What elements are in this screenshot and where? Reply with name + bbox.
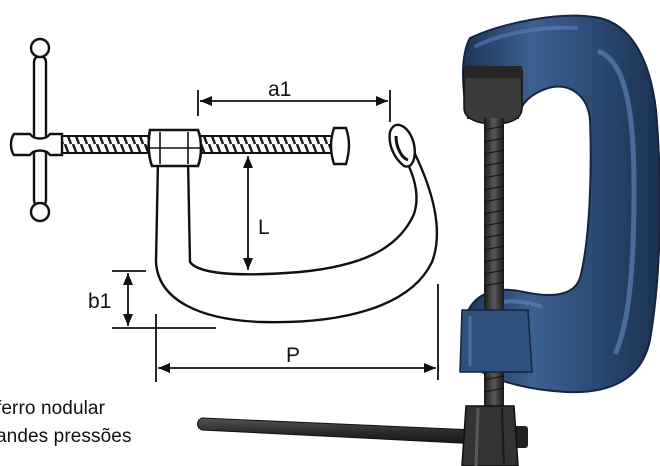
lower-boss-photo <box>459 309 533 373</box>
caption-pressure: andes pressões <box>0 426 132 447</box>
screw-pad <box>329 126 351 166</box>
t-handle-hub <box>9 132 64 157</box>
dimension-label-b1: b1 <box>88 290 111 313</box>
t-handle-knob-top <box>29 37 51 59</box>
dimension-annotations <box>112 90 439 382</box>
c-clamp-line-drawing-icon <box>9 37 439 324</box>
dimension-label-p: P <box>286 344 300 367</box>
c-clamp-photo-icon <box>197 14 660 466</box>
t-handle-knob-bottom <box>29 201 51 223</box>
clamp-frame-outline <box>154 139 439 324</box>
t-handle-bar <box>32 54 48 208</box>
dimension-label-a1: a1 <box>268 78 291 101</box>
swivel-pad-photo <box>463 69 523 125</box>
clamp-jaw-lip <box>388 123 416 168</box>
clamp-frame-inner <box>186 159 418 276</box>
dimension-label-l: L <box>258 216 270 239</box>
hex-nut-photo <box>461 405 519 466</box>
caption-material: ferro nodular <box>0 398 106 419</box>
